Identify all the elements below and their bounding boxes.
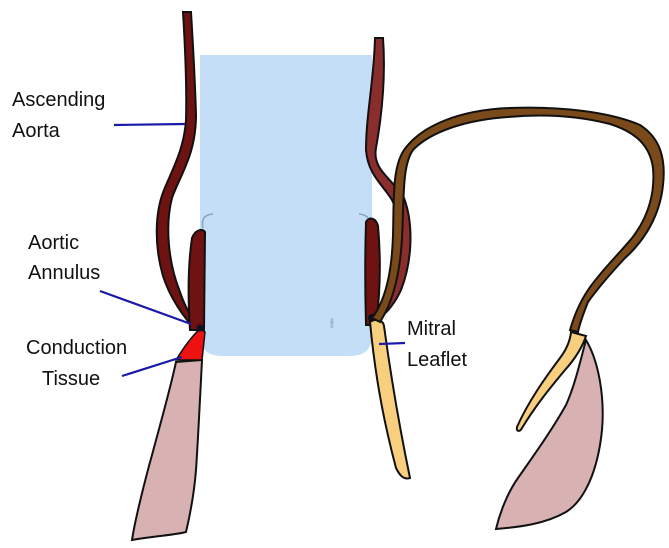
- ascending-aorta-leader: [114, 124, 185, 125]
- ventricle-right-wall: [496, 340, 603, 529]
- label-ascending-aorta-line1: Ascending: [12, 89, 105, 111]
- conduction-tissue: [176, 329, 205, 360]
- label-conduction-tissue: Conduction Tissue: [26, 337, 133, 390]
- left-atrium-wall: [372, 108, 664, 332]
- valve-box-mark: ⫲: [330, 315, 334, 329]
- label-ascending-aorta: Ascending Aorta: [12, 89, 111, 142]
- label-aortic-annulus-line2: Annulus: [28, 262, 100, 284]
- ventricle-left-wall: [132, 360, 202, 540]
- label-mitral-leaflet-line2: Leaflet: [407, 349, 467, 371]
- label-aortic-annulus-line1: Aortic: [28, 232, 79, 254]
- annulus-left-post: [189, 230, 205, 330]
- label-ascending-aorta-line2: Aorta: [12, 120, 61, 142]
- label-aortic-annulus: Aortic Annulus: [28, 232, 100, 284]
- mitral-leaflet-leader: [379, 343, 405, 344]
- annulus-left-node: [197, 325, 204, 332]
- label-conduction-tissue-line2: Tissue: [42, 368, 100, 390]
- label-mitral-leaflet: Mitral Leaflet: [407, 318, 467, 371]
- valve-prosthesis-box: [200, 55, 372, 356]
- label-conduction-tissue-line1: Conduction: [26, 337, 127, 359]
- label-mitral-leaflet-line1: Mitral: [407, 318, 456, 340]
